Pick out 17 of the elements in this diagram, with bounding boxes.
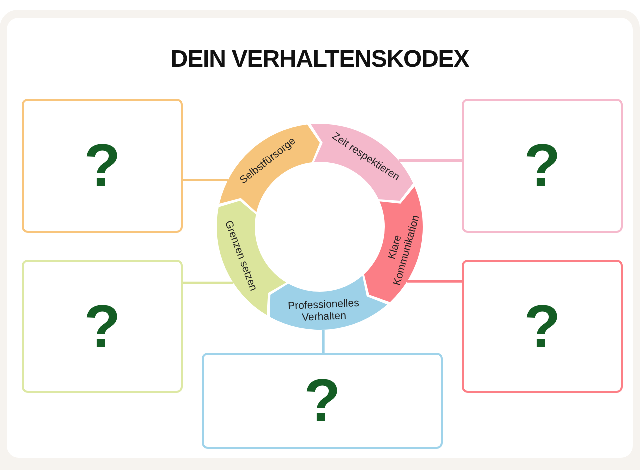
question-mark: ? xyxy=(304,371,341,431)
answer-box xyxy=(462,260,623,393)
question-mark: ? xyxy=(84,296,121,356)
connector-line xyxy=(183,282,234,284)
connector-line xyxy=(398,160,462,162)
answer-box xyxy=(22,260,183,393)
question-mark: ? xyxy=(84,136,121,196)
connector-line xyxy=(407,280,462,283)
answer-box xyxy=(202,353,443,449)
connector-line xyxy=(183,179,228,182)
answer-box xyxy=(22,99,183,233)
question-mark: ? xyxy=(524,296,561,356)
connector-line xyxy=(322,330,325,353)
segment-label: Professionelles Verhalten xyxy=(288,297,360,324)
question-mark: ? xyxy=(524,136,561,196)
answer-box xyxy=(462,99,623,233)
title: DEIN VERHALTENSKODEX xyxy=(170,46,470,74)
